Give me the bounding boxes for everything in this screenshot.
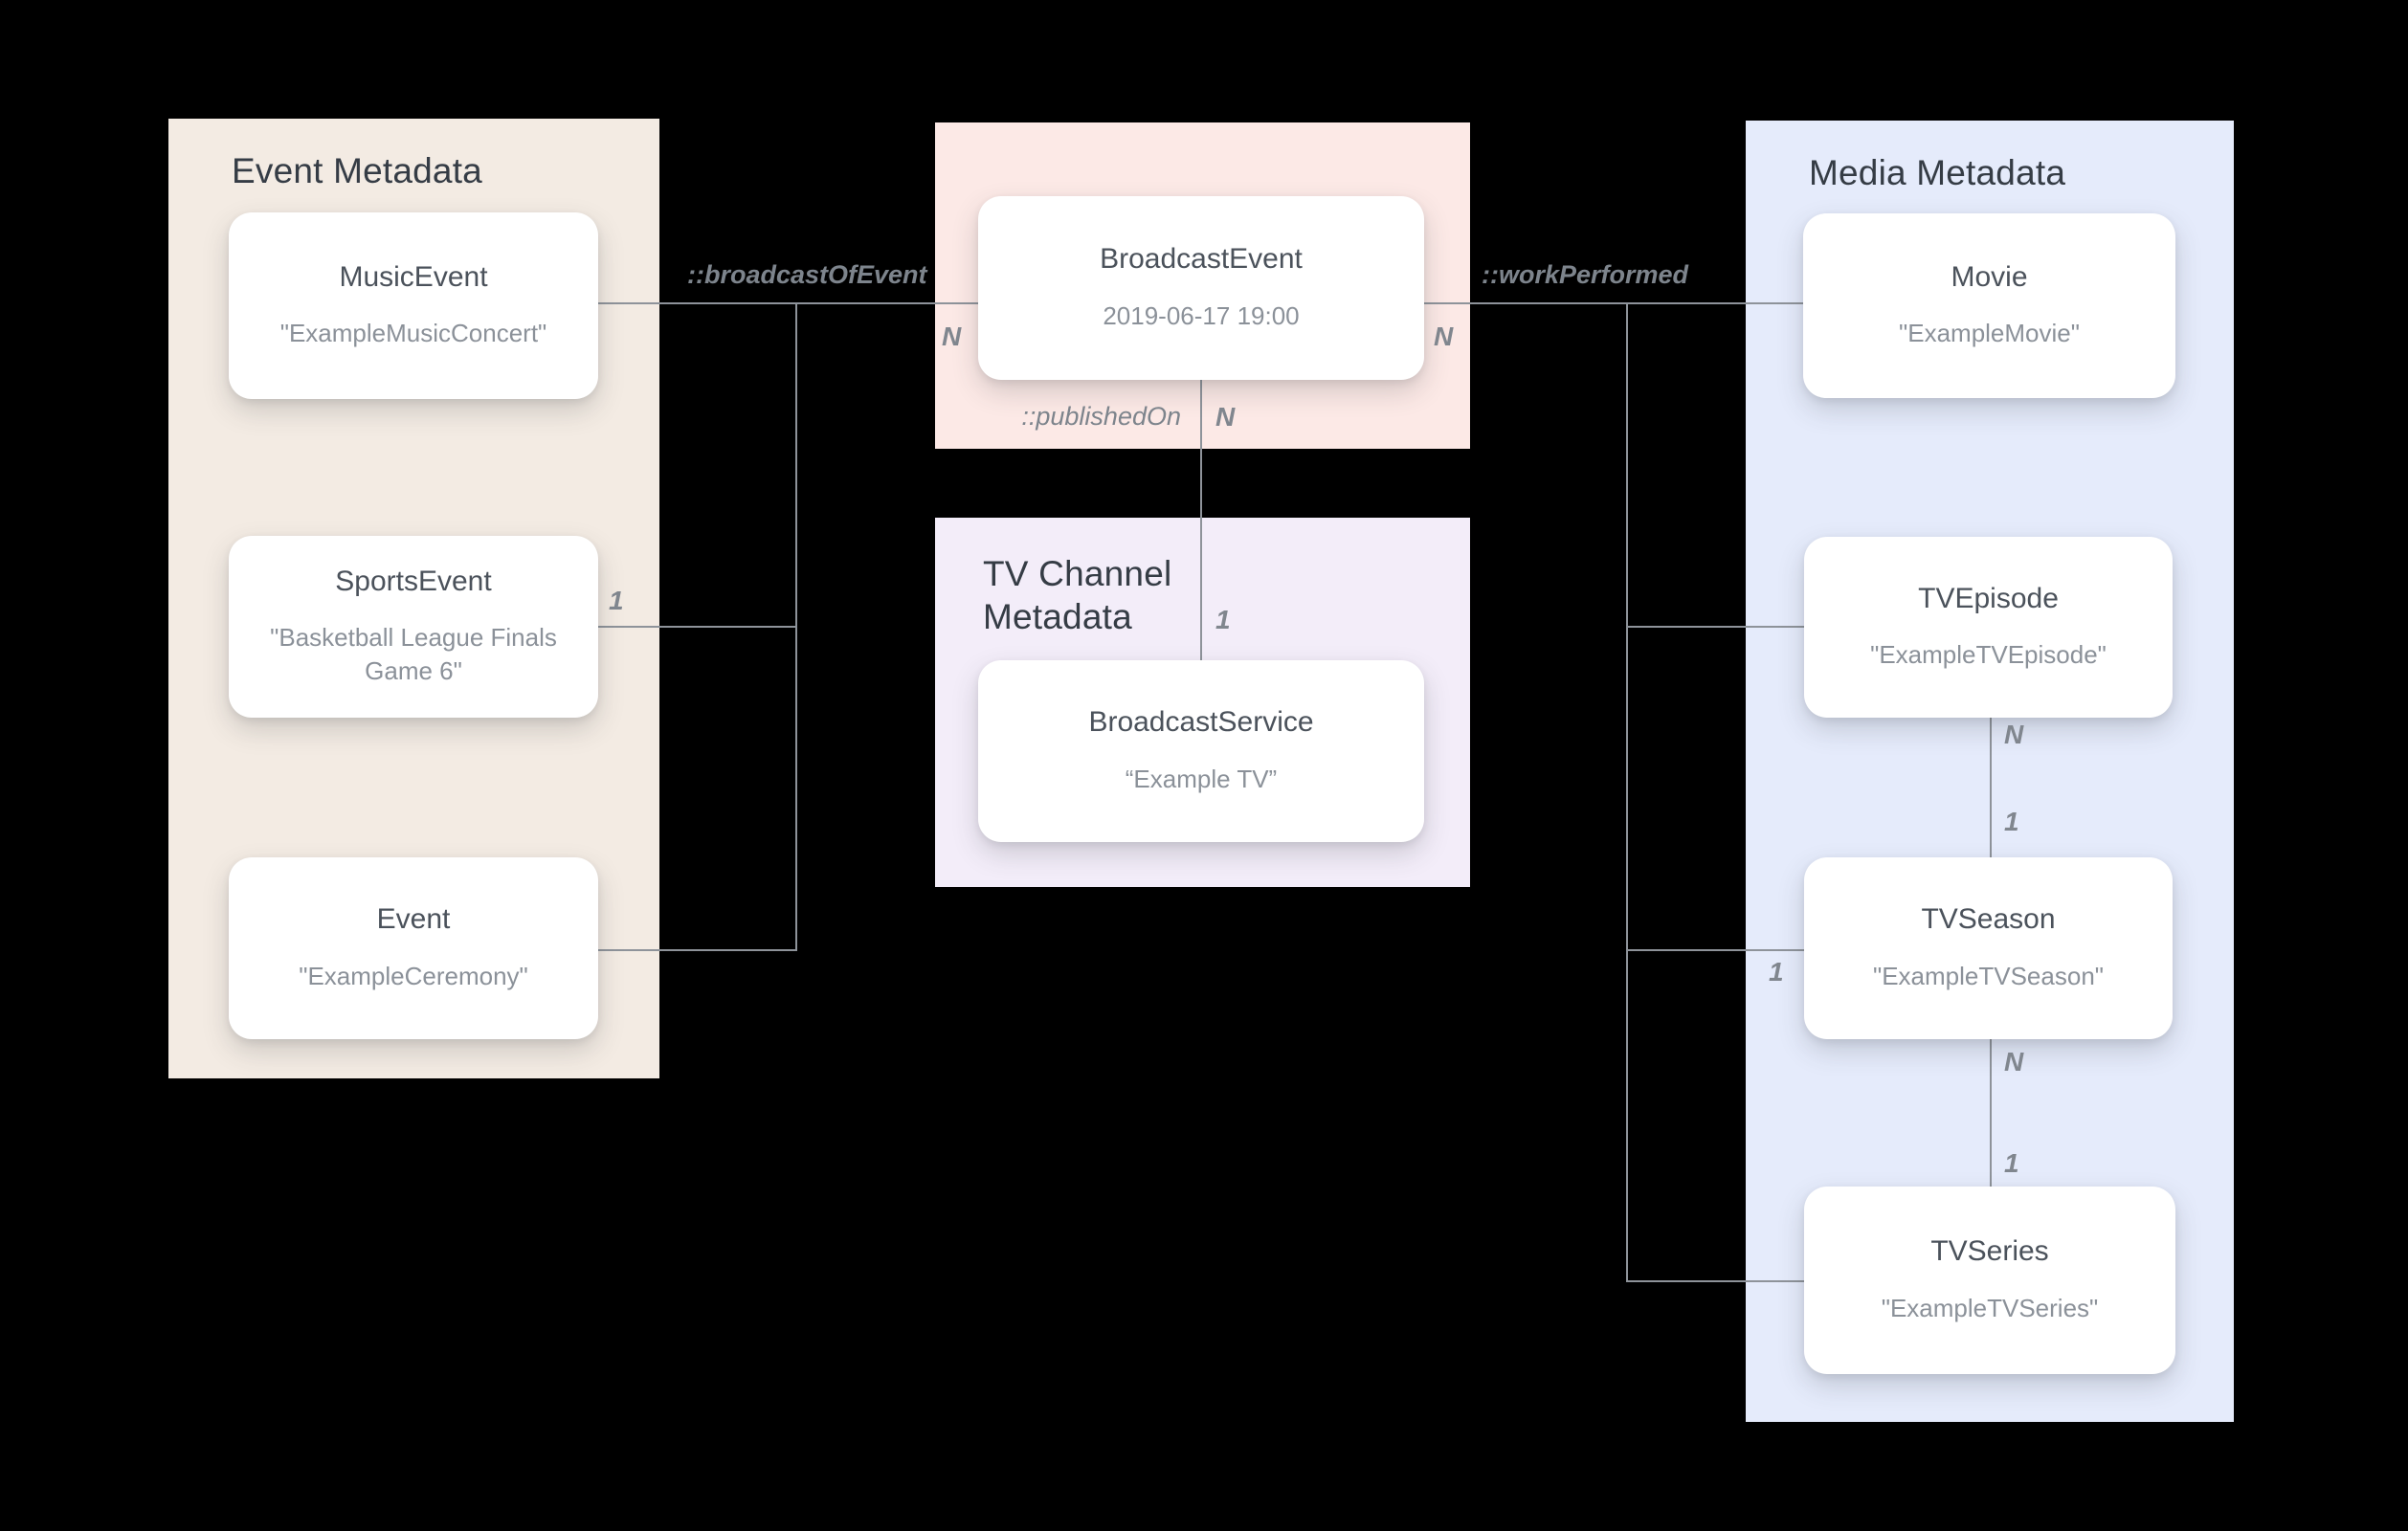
node-title: MusicEvent xyxy=(339,260,488,293)
connector-tvseries-branch xyxy=(1626,1280,1805,1282)
edge-label-work-performed: ::workPerformed xyxy=(1482,260,1689,289)
cardinality-episode-season-n: N xyxy=(2004,720,2024,749)
node-music-event: MusicEvent "ExampleMusicConcert" xyxy=(229,212,598,399)
node-tv-season: TVSeason "ExampleTVSeason" xyxy=(1804,857,2173,1039)
node-value: "ExampleTVEpisode" xyxy=(1870,640,2107,670)
cardinality-published-on-1: 1 xyxy=(1215,605,1231,634)
edge-label-published-on: ::publishedOn xyxy=(1021,402,1181,431)
node-title: BroadcastEvent xyxy=(1100,243,1303,276)
cardinality-broadcast-of-event-n: N xyxy=(942,322,962,351)
panel-title-tv-channel-metadata: TV Channel Metadata xyxy=(983,554,1172,637)
node-title: TVSeries xyxy=(1930,1235,2049,1268)
node-title: TVSeason xyxy=(1921,903,2056,936)
connector-sportsevent-branch xyxy=(598,626,797,628)
connector-tvepisode-tvseason xyxy=(1990,718,1992,857)
node-title: Movie xyxy=(1951,260,2028,293)
node-movie: Movie "ExampleMovie" xyxy=(1803,213,2175,398)
connector-tvseason-branch xyxy=(1626,949,1805,951)
edge-label-broadcast-of-event: ::broadcastOfEvent xyxy=(687,260,927,289)
cardinality-season-series-n: N xyxy=(2004,1047,2024,1076)
connector-media-trunk xyxy=(1626,302,1628,1282)
node-title: Event xyxy=(376,903,451,936)
node-broadcast-service: BroadcastService “Example TV” xyxy=(978,660,1424,842)
node-tv-episode: TVEpisode "ExampleTVEpisode" xyxy=(1804,537,2173,718)
node-value: "ExampleTVSeason" xyxy=(1872,961,2105,990)
cardinality-work-performed-n: N xyxy=(1434,322,1454,351)
node-title: TVEpisode xyxy=(1918,582,2059,614)
cardinality-tv-season-branch-1: 1 xyxy=(1769,957,1784,987)
connector-tvepisode-branch xyxy=(1626,626,1805,628)
cardinality-sports-event-1: 1 xyxy=(609,586,624,615)
connector-tvseason-tvseries xyxy=(1990,1039,1992,1187)
connector-broadcastevent-broadcastservice xyxy=(1200,380,1202,660)
panel-title-event-metadata: Event Metadata xyxy=(232,151,482,190)
connector-musicevent-broadcastevent xyxy=(598,302,978,304)
node-title: SportsEvent xyxy=(335,565,492,597)
node-value: 2019-06-17 19:00 xyxy=(1103,300,1300,330)
connector-event-branch xyxy=(598,949,797,951)
cardinality-episode-season-1: 1 xyxy=(2004,807,2019,836)
cardinality-published-on-n: N xyxy=(1215,402,1236,432)
node-title: BroadcastService xyxy=(1088,706,1314,739)
node-event: Event "ExampleCeremony" xyxy=(229,857,598,1039)
node-sports-event: SportsEvent "Basketball League Finals Ga… xyxy=(229,536,598,718)
node-value: "ExampleMovie" xyxy=(1899,319,2080,348)
node-value: “Example TV” xyxy=(1125,764,1278,793)
node-tv-series: TVSeries "ExampleTVSeries" xyxy=(1804,1187,2175,1374)
node-value: "Basketball League Finals Game 6" xyxy=(270,623,557,686)
node-value: "ExampleTVSeries" xyxy=(1881,1293,2099,1322)
cardinality-season-series-1: 1 xyxy=(2004,1148,2019,1178)
panel-title-media-metadata: Media Metadata xyxy=(1809,153,2066,192)
connector-broadcastevent-movie xyxy=(1424,302,1804,304)
node-broadcast-event: BroadcastEvent 2019-06-17 19:00 xyxy=(978,196,1424,380)
node-value: "ExampleMusicConcert" xyxy=(279,319,547,348)
node-value: "ExampleCeremony" xyxy=(299,961,528,990)
